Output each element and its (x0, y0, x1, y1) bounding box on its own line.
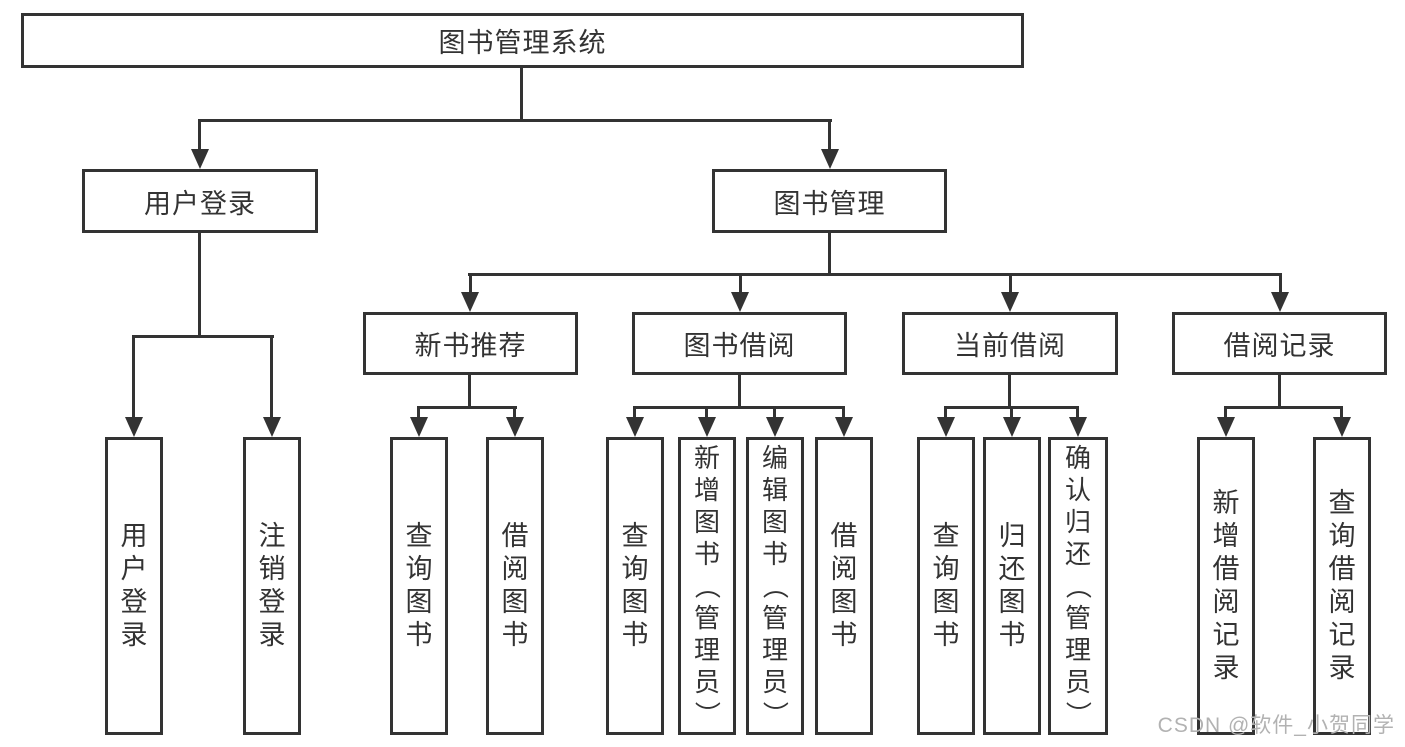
node-library-management-system: 图书管理系统 (21, 13, 1024, 68)
leaf-confirm-return-admin: 确认归还（管理员） (1048, 437, 1108, 735)
node-label: 查询借阅记录 (1328, 488, 1356, 683)
node-label: 查询图书 (621, 521, 649, 650)
arrow-down-icon (731, 292, 749, 312)
connector-leaf (417, 406, 420, 418)
node-user-login: 用户登录 (82, 169, 318, 233)
arrow-down-icon (263, 417, 281, 437)
connector-rail-new-book (418, 406, 517, 409)
arrow-down-icon (410, 417, 428, 437)
leaf-query-books-recommend: 查询图书 (390, 437, 448, 735)
node-new-book-recommendation: 新书推荐 (363, 312, 578, 375)
connector-to-book-borrow (739, 273, 742, 293)
connector-current-borrow-stub (1008, 375, 1011, 408)
arrow-down-icon (1217, 417, 1235, 437)
connector-leaf (842, 406, 845, 418)
connector-book-borrow-stub (738, 375, 741, 408)
arrow-down-icon (125, 417, 143, 437)
connector-leaf (1224, 406, 1227, 418)
leaf-borrow-books-recommend: 借阅图书 (486, 437, 544, 735)
connector-to-book-management (828, 119, 831, 151)
connector-user-login-stub (198, 233, 201, 337)
arrow-down-icon (191, 149, 209, 169)
connector-book-management-stub (828, 233, 831, 275)
connector-to-current-borrow (1009, 273, 1012, 293)
arrow-down-icon (1069, 417, 1087, 437)
leaf-add-borrow-record: 新增借阅记录 (1197, 437, 1255, 735)
arrow-down-icon (626, 417, 644, 437)
connector-to-leaf-logout (270, 335, 273, 417)
node-label: 新增图书（管理员） (692, 443, 722, 728)
connector-leaf (944, 406, 947, 418)
connector-to-user-login (198, 119, 201, 151)
leaf-borrow-books: 借阅图书 (815, 437, 873, 735)
leaf-query-books-current: 查询图书 (917, 437, 975, 735)
node-label: 用户登录 (120, 521, 148, 650)
leaf-edit-book-admin: 编辑图书（管理员） (746, 437, 804, 735)
connector-rail-user-login (132, 335, 274, 338)
connector-leaf (513, 406, 516, 418)
leaf-add-book-admin: 新增图书（管理员） (678, 437, 736, 735)
node-label: 归还图书 (998, 521, 1026, 650)
watermark-text: CSDN @软件_小贺同学 (1157, 714, 1395, 737)
node-label: 新书推荐 (414, 331, 527, 361)
node-label: 借阅图书 (830, 521, 858, 650)
arrow-down-icon (821, 149, 839, 169)
connector-leaf (633, 406, 636, 418)
node-borrowing-records: 借阅记录 (1172, 312, 1387, 375)
node-book-management: 图书管理 (712, 169, 947, 233)
connector-leaf (1010, 406, 1013, 418)
node-label: 借阅记录 (1223, 331, 1336, 361)
node-label: 查询图书 (405, 521, 433, 650)
node-label: 注销登录 (258, 521, 286, 650)
connector-rail-level1 (199, 119, 832, 122)
node-label: 图书借阅 (683, 331, 796, 361)
node-label: 借阅图书 (501, 521, 529, 650)
connector-borrow-records-stub (1278, 375, 1281, 408)
arrow-down-icon (698, 417, 716, 437)
leaf-query-books-borrow: 查询图书 (606, 437, 664, 735)
connector-leaf (705, 406, 708, 418)
node-label: 用户登录 (144, 188, 256, 219)
arrow-down-icon (506, 417, 524, 437)
node-label: 查询图书 (932, 521, 960, 650)
connector-to-borrow-records (1279, 273, 1282, 293)
arrow-down-icon (937, 417, 955, 437)
connector-to-new-book (469, 273, 472, 293)
connector-leaf (1076, 406, 1079, 418)
node-label: 编辑图书（管理员） (760, 443, 790, 728)
node-label: 图书管理 (773, 188, 886, 219)
leaf-logout: 注销登录 (243, 437, 301, 735)
connector-leaf (773, 406, 776, 418)
leaf-query-borrow-record: 查询借阅记录 (1313, 437, 1371, 735)
arrow-down-icon (1333, 417, 1351, 437)
arrow-down-icon (461, 292, 479, 312)
node-label: 当前借阅 (954, 331, 1066, 361)
connector-new-book-stub (468, 375, 471, 408)
connector-rail-book-borrow (634, 406, 845, 409)
arrow-down-icon (766, 417, 784, 437)
arrow-down-icon (1271, 292, 1289, 312)
node-label: 图书管理系统 (438, 28, 607, 58)
leaf-return-book: 归还图书 (983, 437, 1041, 735)
connector-to-leaf-user-login (132, 335, 135, 417)
arrow-down-icon (1003, 417, 1021, 437)
arrow-down-icon (1001, 292, 1019, 312)
arrow-down-icon (835, 417, 853, 437)
node-book-borrowing: 图书借阅 (632, 312, 847, 375)
node-label: 确认归还（管理员） (1063, 443, 1093, 728)
connector-rail-level2 (468, 273, 1282, 276)
connector-rail-borrow-records (1225, 406, 1343, 409)
connector-leaf (1340, 406, 1343, 418)
leaf-user-login: 用户登录 (105, 437, 163, 735)
node-label: 新增借阅记录 (1212, 488, 1240, 683)
node-current-borrowing: 当前借阅 (902, 312, 1118, 375)
connector-root-stub (520, 68, 523, 121)
